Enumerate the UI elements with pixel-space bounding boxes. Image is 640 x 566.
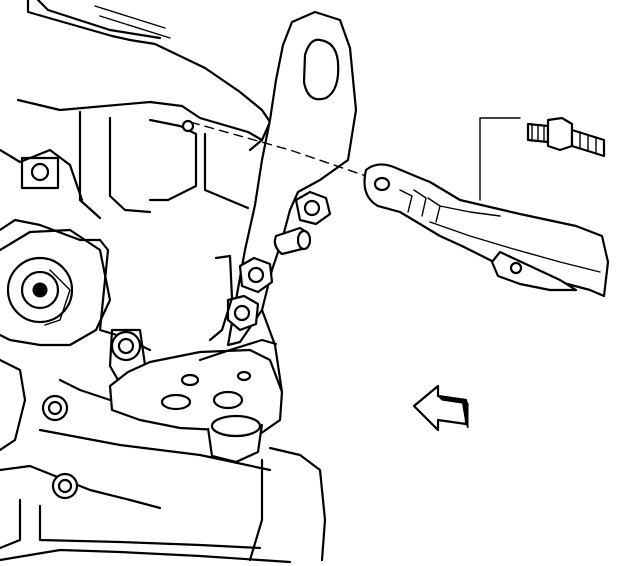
lower-mount-plate bbox=[108, 338, 284, 464]
leader-line bbox=[479, 117, 521, 201]
stud-bolt bbox=[526, 116, 606, 158]
bracket-bolt-lower bbox=[226, 256, 274, 332]
alignment-line bbox=[189, 121, 367, 177]
bracket-bolt-upper bbox=[294, 190, 332, 226]
direction-arrow-icon bbox=[412, 384, 469, 432]
upper-mount-bracket bbox=[181, 10, 358, 402]
harness-bracket bbox=[363, 163, 610, 298]
